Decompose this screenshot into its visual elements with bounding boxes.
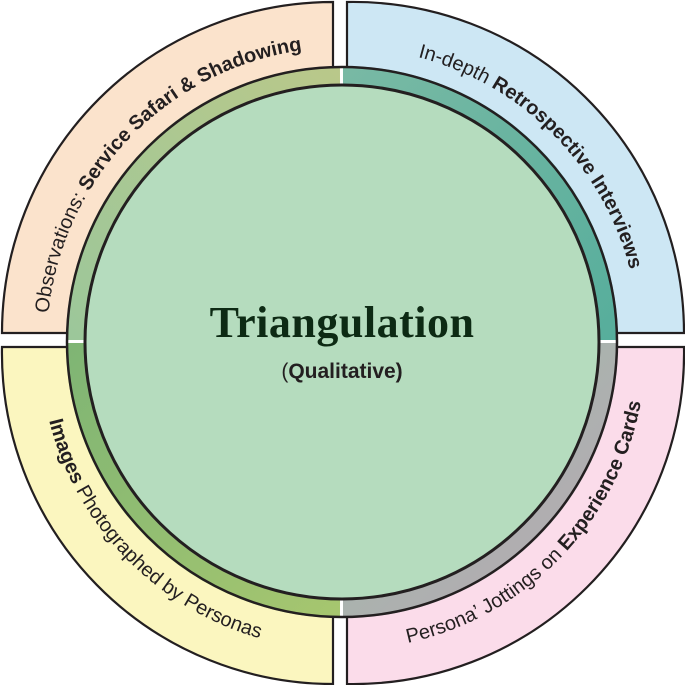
center-circle <box>83 83 601 601</box>
center-title: Triangulation <box>210 298 475 347</box>
ring-bottom-left <box>66 342 341 618</box>
ring-outer-outline <box>65 65 619 619</box>
subtitle-paren: ( <box>281 360 288 383</box>
ring-top-right <box>342 66 618 341</box>
center-subtitle: (Qualitative) <box>281 360 402 383</box>
ring-top-left <box>66 66 341 341</box>
ring-bottom-right <box>342 342 618 618</box>
subtitle-qualitative: Qualitative) <box>288 360 402 383</box>
